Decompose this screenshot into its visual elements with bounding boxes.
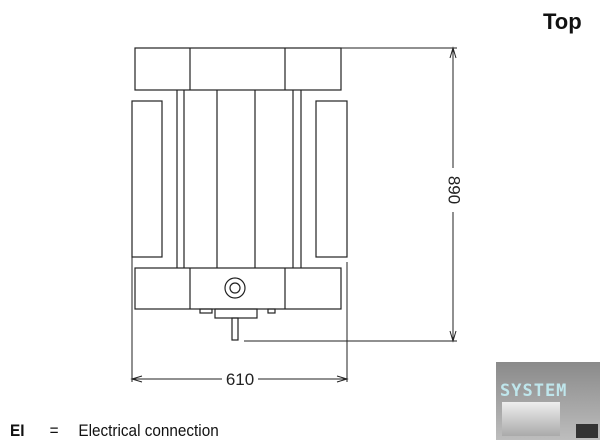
- top-block: [134, 47, 342, 91]
- legend-description: Electrical connection: [78, 421, 219, 440]
- bottom-block: [134, 267, 342, 310]
- legend-item: EI = Electrical connection: [10, 421, 219, 441]
- width-dimension: 610: [226, 370, 254, 389]
- depth-dimension: 890: [445, 176, 464, 204]
- electrical-connection-inner: [229, 282, 241, 294]
- outlet-pipe: [231, 317, 239, 341]
- dimension-lines: [130, 46, 457, 383]
- logo-text: SYSTEM: [500, 381, 568, 401]
- system-logo: SYSTEM: [496, 362, 600, 440]
- right-panel: [315, 100, 348, 258]
- legend-separator: =: [49, 421, 59, 440]
- electrical-connection-outer: [224, 277, 246, 299]
- center-body: [176, 90, 302, 268]
- legend-code: EI: [10, 421, 25, 440]
- left-panel: [131, 100, 163, 258]
- view-title: Top: [543, 9, 582, 34]
